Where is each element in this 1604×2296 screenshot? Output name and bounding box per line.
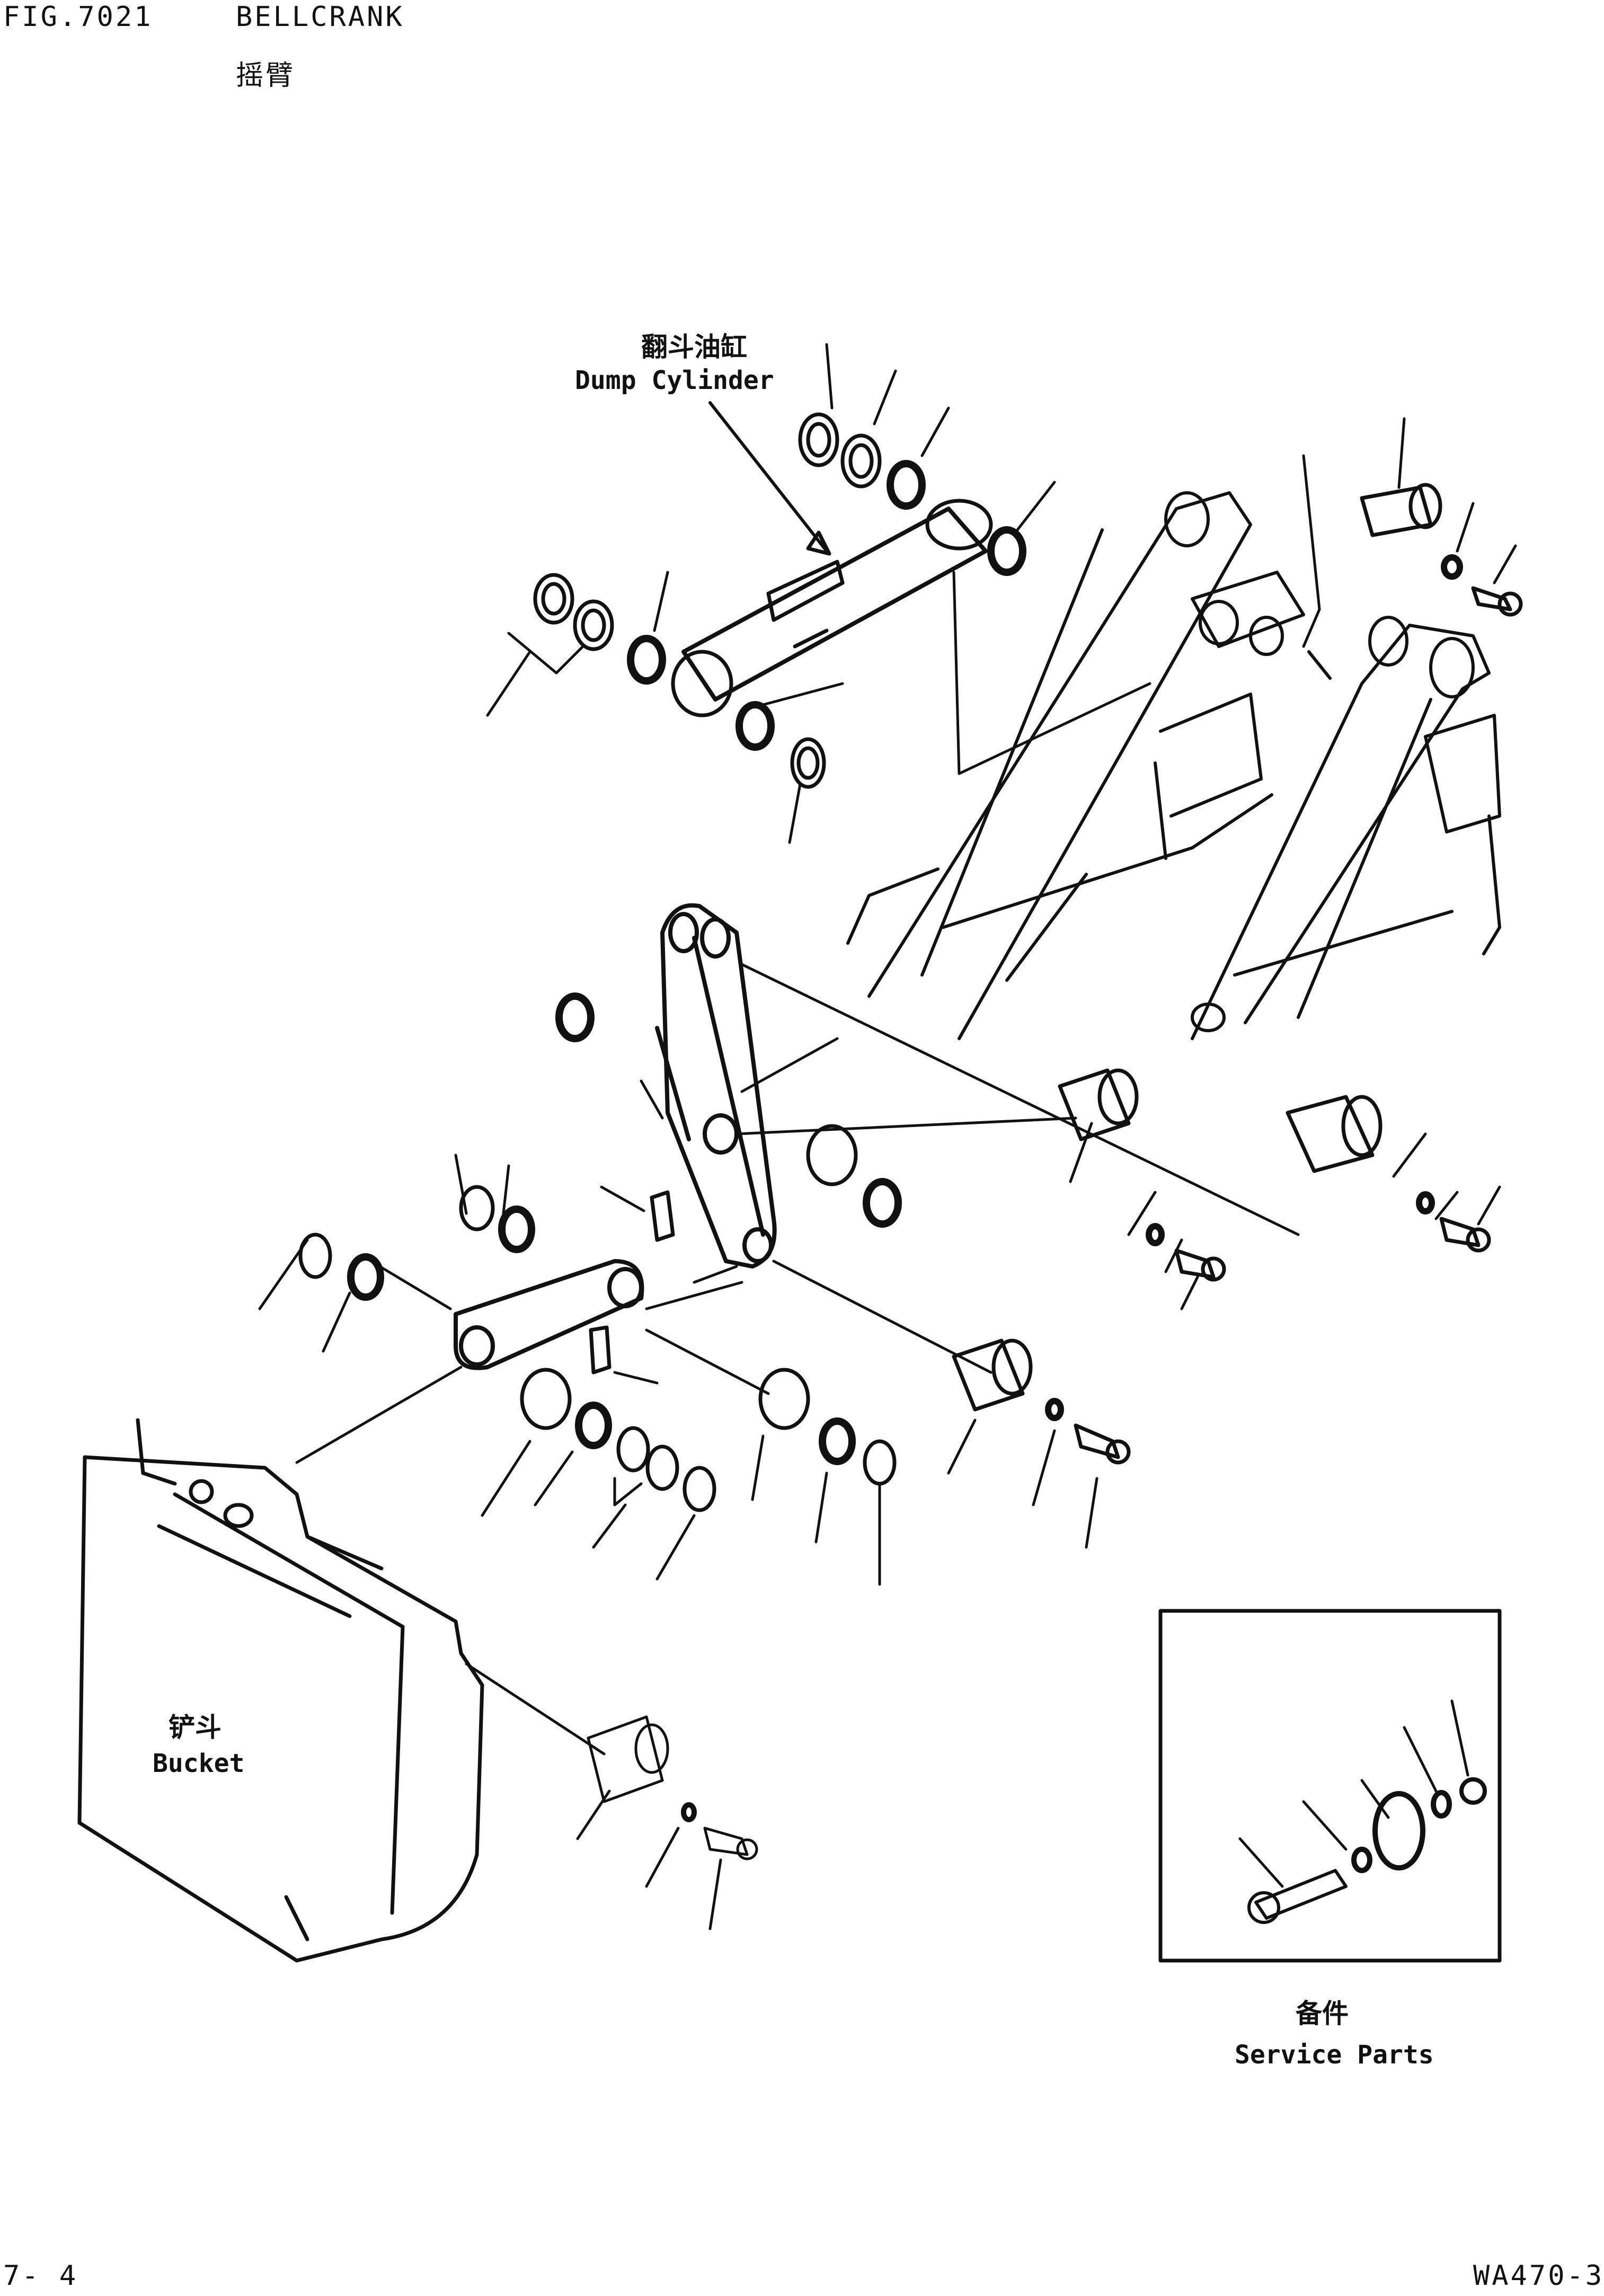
bucket-label-cn: 铲斗 <box>169 1712 221 1743</box>
lift-arm-frame <box>846 491 1501 1040</box>
service-parts-label-cn: 备件 <box>1296 1998 1349 2029</box>
dump-cylinder-label-en: Dump Cylinder <box>575 366 774 395</box>
link <box>454 1259 644 1370</box>
figure-title: BELLCRANK <box>236 1 404 33</box>
dump-cylinder-label-cn: 翻斗油缸 <box>641 332 747 362</box>
bucket <box>77 1418 484 1963</box>
model-number: WA470-3 <box>1473 2260 1604 2292</box>
bucket-label-en: Bucket <box>153 1749 245 1778</box>
page-number: 7- 4 <box>3 2260 78 2292</box>
service-parts-box <box>1158 1609 1502 1963</box>
bellcrank <box>655 903 777 1269</box>
figure-number: FIG.7021 <box>3 1 153 33</box>
washer-group-top <box>533 412 1026 789</box>
service-parts-label-en: Service Parts <box>1235 2040 1434 2070</box>
dump-cylinder <box>671 499 993 717</box>
figure-subtitle: 摇臂 <box>236 60 296 92</box>
